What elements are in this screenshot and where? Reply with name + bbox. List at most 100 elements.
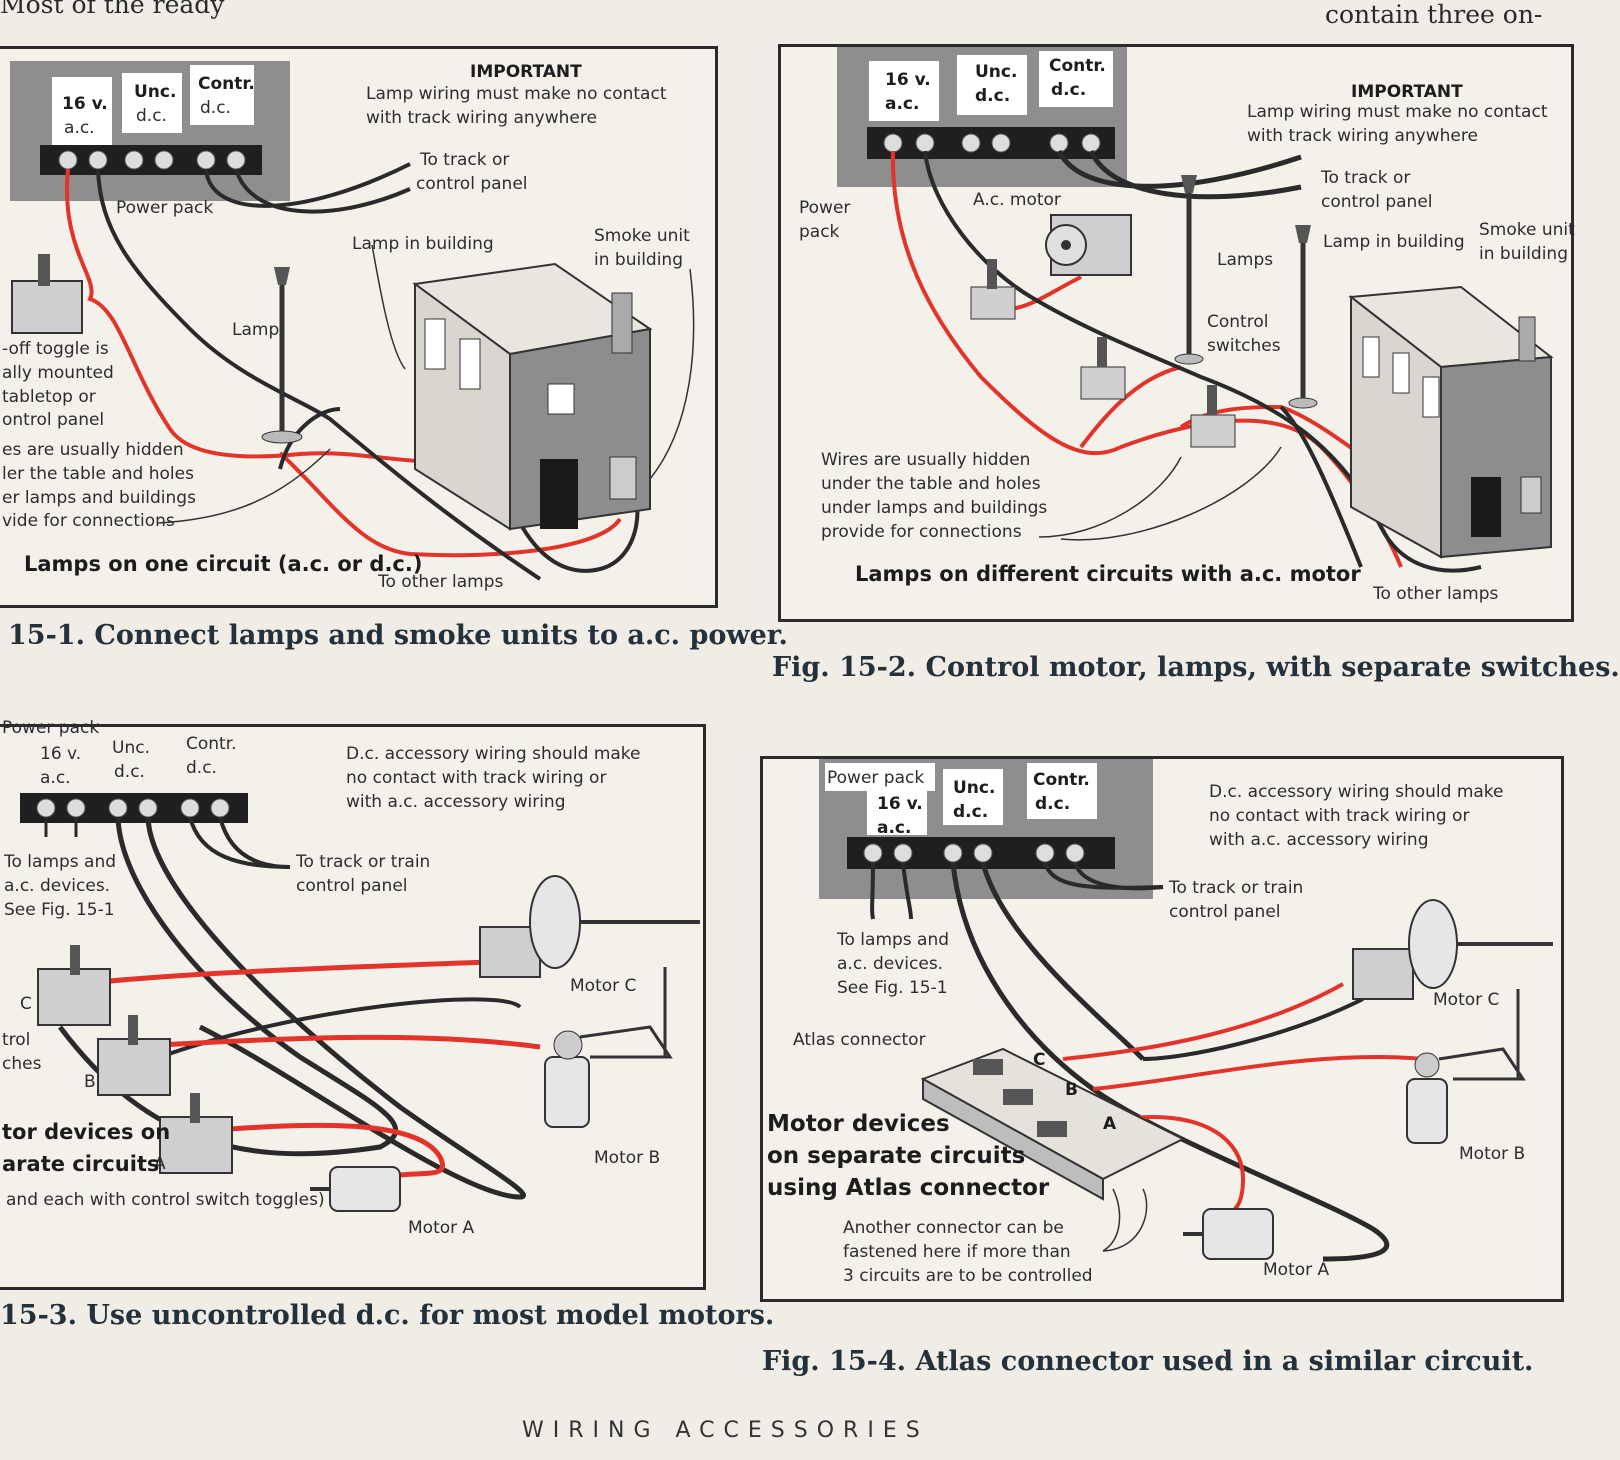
atlas-connector <box>920 1047 1186 1201</box>
control-toggle-b <box>97 1015 171 1096</box>
note-line: with a.c. accessory wiring <box>346 792 566 812</box>
black-wire <box>159 997 522 1059</box>
switch-c-label: C <box>20 994 32 1014</box>
hidden-note: vide for connections <box>2 511 175 531</box>
to-other-lamps-label: To other lamps <box>1372 584 1498 604</box>
important-title: IMPORTANT <box>1351 82 1463 102</box>
caption-fig-15-3: 15-3. Use uncontrolled d.c. for most mod… <box>0 1300 775 1331</box>
terminal-label: Contr. <box>1033 770 1090 790</box>
motor-a-label: Motor A <box>1263 1260 1330 1280</box>
terminal-label: d.c. <box>1051 80 1086 100</box>
power-pack-label: Power pack <box>827 768 924 788</box>
caption-fig-15-2: Fig. 15-2. Control motor, lamps, with se… <box>772 652 1620 683</box>
hidden-note: es are usually hidden <box>2 440 184 460</box>
toggle-note: tabletop or <box>2 387 96 407</box>
important-line: with track wiring anywhere <box>1247 126 1478 146</box>
caption-fig-15-1: 15-1. Connect lamps and smoke units to a… <box>8 620 788 651</box>
to-lamps-label: To lamps and <box>3 852 116 872</box>
to-track-label: To track or train <box>1168 878 1303 898</box>
black-wire <box>980 862 1145 1061</box>
important-line: Lamp wiring must make no contact <box>366 84 667 104</box>
terminal-label: Unc. <box>112 738 150 758</box>
pointer-arrow <box>1060 446 1282 541</box>
control-toggle <box>1190 385 1236 448</box>
building <box>412 262 653 531</box>
note-line: D.c. accessory wiring should make <box>346 744 641 764</box>
black-wire <box>870 862 875 920</box>
terminal-label: a.c. <box>877 818 911 838</box>
to-track-label: control panel <box>296 876 408 896</box>
track-wire <box>1073 862 1164 891</box>
circuit-title: Lamps on different circuits with a.c. mo… <box>855 562 1361 586</box>
terminal-screws <box>863 843 1085 863</box>
terminal-label: d.c. <box>975 86 1010 106</box>
ac-motor-label: A.c. motor <box>973 190 1061 210</box>
black-wire <box>950 862 1390 1262</box>
toggle-note: and each with control switch toggles) <box>6 1190 325 1210</box>
lamp-post <box>261 267 303 444</box>
figure-15-2-diagram: 16 v. a.c. Unc. d.c. Contr. d.c. IMPORTA… <box>799 47 1575 604</box>
track-wire <box>218 816 291 869</box>
motor-a <box>310 1166 401 1212</box>
black-wire <box>1279 405 1363 568</box>
pointer-arrow <box>1102 1188 1148 1252</box>
to-track-label: control panel <box>416 174 528 194</box>
note-line: with a.c. accessory wiring <box>1209 830 1429 850</box>
terminal-label: d.c. <box>953 802 988 822</box>
circuit-title: Lamps on one circuit (a.c. or d.c.) <box>24 552 422 576</box>
terminal-label-card <box>825 763 935 791</box>
smoke-unit-label: in building <box>594 250 683 270</box>
terminal-label-card <box>869 61 939 121</box>
to-lamps-label: See Fig. 15-1 <box>4 900 115 920</box>
devices-title: on separate circuits <box>767 1143 1025 1169</box>
hidden-note: ler the table and holes <box>2 464 194 484</box>
control-switches-label: switches <box>1207 336 1281 356</box>
terminal-label-card <box>52 77 112 147</box>
another-note: 3 circuits are to be controlled <box>843 1266 1093 1286</box>
pointer-arrow <box>371 244 406 370</box>
toggle-note: -off toggle is <box>2 339 109 359</box>
figure-15-1: 16 v. a.c. Unc. d.c. Contr. d.c. IMPORTA… <box>0 46 718 608</box>
another-note: Another connector can be <box>843 1218 1064 1238</box>
to-track-label: To track or train <box>295 852 430 872</box>
terminal-label: 16 v. <box>885 70 931 90</box>
power-pack-label: Power pack <box>2 718 99 738</box>
pointer-arrow <box>649 268 695 480</box>
terminal-label: d.c. <box>186 758 217 778</box>
toggle-switch <box>11 254 83 334</box>
red-wire <box>159 1034 541 1050</box>
atlas-connector-label: Atlas connector <box>793 1030 926 1050</box>
terminal-label: Unc. <box>134 82 176 102</box>
switch-b-label: B <box>84 1072 96 1092</box>
terminal-label: 16 v. <box>62 94 108 114</box>
motor-b <box>1406 989 1526 1144</box>
toggle-note: ontrol panel <box>2 410 104 430</box>
caption-fig-15-4: Fig. 15-4. Atlas connector used in a sim… <box>762 1346 1534 1377</box>
power-pack-label: pack <box>799 222 840 242</box>
important-line: with track wiring anywhere <box>366 108 597 128</box>
track-wire <box>1088 149 1302 200</box>
smoke-unit <box>1520 476 1542 514</box>
terminal-label: d.c. <box>200 98 231 118</box>
running-footer: WIRING ACCESSORIES <box>522 1418 929 1443</box>
power-pack-label: Power <box>799 198 850 218</box>
motor-a-label: Motor A <box>408 1218 475 1238</box>
track-wire <box>1056 149 1302 189</box>
terminal-label-card <box>122 73 182 133</box>
red-wire <box>278 451 622 558</box>
terminal-label: a.c. <box>885 94 919 114</box>
track-wire <box>188 816 291 869</box>
terminal-label: Unc. <box>975 62 1017 82</box>
to-lamps-label: a.c. devices. <box>837 954 943 974</box>
black-wire <box>923 150 1482 573</box>
control-toggle <box>970 259 1016 320</box>
track-wire <box>234 168 411 214</box>
figure-15-2: 16 v. a.c. Unc. d.c. Contr. d.c. IMPORTA… <box>778 44 1575 622</box>
black-wire <box>1142 997 1364 1061</box>
smoke-unit-label: Smoke unit <box>1479 220 1575 240</box>
power-pack-label: Power pack <box>116 198 213 218</box>
figure-15-4-diagram: Power pack 16 v. a.c. Unc. d.c. Contr. d… <box>767 759 1553 1286</box>
red-wire <box>1062 982 1344 1061</box>
note-line: no contact with track wiring or <box>346 768 606 788</box>
figure-15-3-diagram: Power pack 16 v. a.c. Unc. d.c. Contr. d… <box>2 718 700 1238</box>
